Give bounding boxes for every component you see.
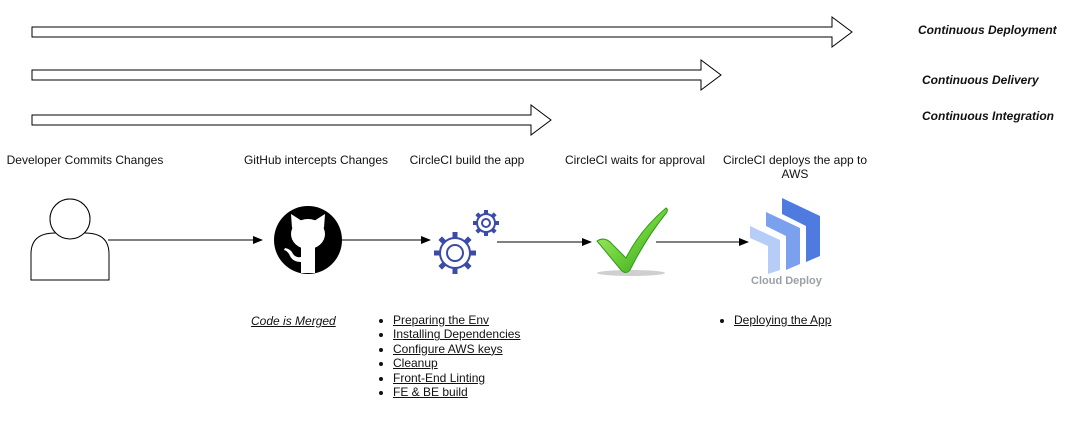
stage-title-developer: Developer Commits Changes [6,153,164,167]
list-item: Cleanup [393,356,520,370]
continuous-integration-label: Continuous Integration [922,109,1054,123]
checkmark-icon [596,207,668,276]
stage-title-approval: CircleCI waits for approval [564,153,706,167]
list-item: FE & BE build [393,385,520,399]
list-item: Preparing the Env [393,313,520,327]
build-steps-list: Preparing the Env Installing Dependencie… [373,313,520,399]
stage-title-build: CircleCI build the app [409,153,525,167]
stage-title-github: GitHub intercepts Changes [243,153,389,167]
continuous-integration-arrow [31,104,552,136]
cloud-deploy-caption: Cloud Deploy [751,275,822,287]
list-item: Deploying the App [734,313,831,327]
gears-icon [434,210,499,274]
list-item: Installing Dependencies [393,327,520,341]
continuous-deployment-arrow [31,16,853,48]
stage-title-deploy: CircleCI deploys the app to AWS [722,153,868,181]
continuous-delivery-label: Continuous Delivery [922,73,1039,87]
code-merged-note: Code is Merged [251,314,336,328]
github-icon [274,206,342,274]
list-item: Front-End Linting [393,371,520,385]
continuous-delivery-arrow [31,59,722,91]
cloud-deploy-icon [750,198,820,274]
continuous-deployment-label: Continuous Deployment [918,23,1057,37]
list-item: Configure AWS keys [393,342,520,356]
deploy-steps-list: Deploying the App [714,313,831,327]
user-icon [30,198,110,281]
